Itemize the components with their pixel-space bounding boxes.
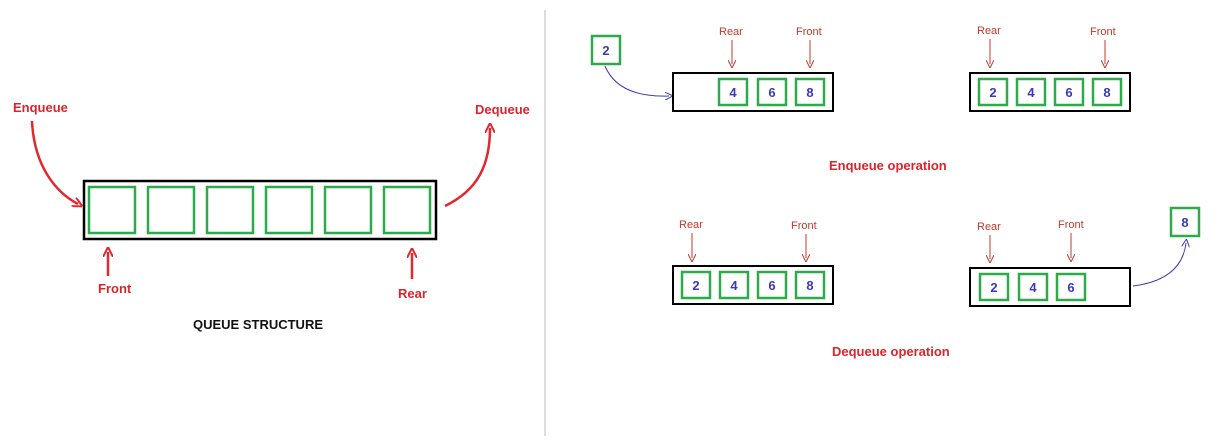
queue-slot [264,185,314,235]
dequeue-arrow [444,128,490,208]
queue-cell [1017,272,1049,302]
queue-cell [756,270,788,300]
queue-cell [756,77,788,107]
outgoing-item-value: 8 [1181,215,1188,230]
queue-cell-value: 2 [989,85,996,100]
deq-after-cells: 2 4 6 [978,272,1087,302]
deq-before-rear-label: Rear [679,219,703,231]
queue-slot [146,185,196,235]
front-label: Front [98,281,132,296]
deq-after-front-label: Front [1058,219,1084,231]
incoming-arrow [604,65,669,96]
queue-cell [1053,77,1085,107]
enq-before-front-label: Front [796,26,822,38]
enq-after-rear-label: Rear [977,25,1001,37]
incoming-item-box [590,34,622,66]
queue-cell [717,77,749,107]
queue-structure: Enqueue Dequeue Front Rear QUEUE STRUCTU… [13,100,530,332]
enq-before-rear-label: Rear [719,26,743,38]
enq-after-front-label: Front [1090,26,1116,38]
deq-after-queue [969,267,1131,307]
enq-before-cells: 4 6 8 [717,77,826,107]
queue-slot [87,185,137,235]
deq-before-queue [672,265,834,305]
queue-cell [1055,272,1087,302]
rear-label: Rear [398,286,427,301]
queue-cell [1091,77,1123,107]
queue-cell [794,270,826,300]
enq-after-cells: 2 4 6 8 [977,77,1123,107]
queue-cell-value: 2 [692,278,699,293]
queue-cell-value: 4 [1029,280,1037,295]
outgoing-item-box [1169,206,1201,238]
enqueue-caption: Enqueue operation [829,158,947,173]
queue-slot [205,185,255,235]
queue-cell-value: 6 [1067,280,1074,295]
queue-slot [382,185,432,235]
queue-cell-value: 6 [1065,85,1072,100]
queue-cell-value: 8 [806,278,813,293]
queue-slot [323,185,373,235]
queue-cell-value: 4 [729,85,737,100]
queue-cell [977,77,1009,107]
queue-cell-value: 6 [768,85,775,100]
queue-cell-value: 4 [730,278,738,293]
dequeue-caption: Dequeue operation [832,344,950,359]
enq-after-queue [969,72,1131,112]
queue-structure-title: QUEUE STRUCTURE [193,317,323,332]
queue-cell-value: 8 [1103,85,1110,100]
outgoing-arrow [1132,243,1186,287]
queue-cell-value: 8 [806,85,813,100]
queue-cell [1015,77,1047,107]
incoming-item-value: 2 [602,43,609,58]
queue-cell [680,270,712,300]
dequeue-label: Dequeue [475,102,530,117]
queue-container [82,179,438,241]
queue-cell [794,77,826,107]
deq-after-rear-label: Rear [977,221,1001,233]
queue-cell [718,270,750,300]
queue-cell-value: 2 [990,280,997,295]
deq-before-front-label: Front [791,220,817,232]
enqueue-arrow [30,120,78,204]
queue-cell-value: 6 [768,278,775,293]
enqueue-label: Enqueue [13,100,68,115]
deq-before-cells: 2 4 6 8 [680,270,826,300]
enqueue-operation: 2 Rear Front 4 6 8 Rear Front 2 4 6 8 Enqueue… [590,25,1131,173]
dequeue-operation: Rear Front 2 4 6 8 Rear Front 2 4 6 8 Dequeue… [672,206,1201,359]
queue-cell [978,272,1010,302]
enq-before-queue [672,72,834,112]
queue-slots [87,185,432,235]
queue-cell-value: 4 [1027,85,1035,100]
